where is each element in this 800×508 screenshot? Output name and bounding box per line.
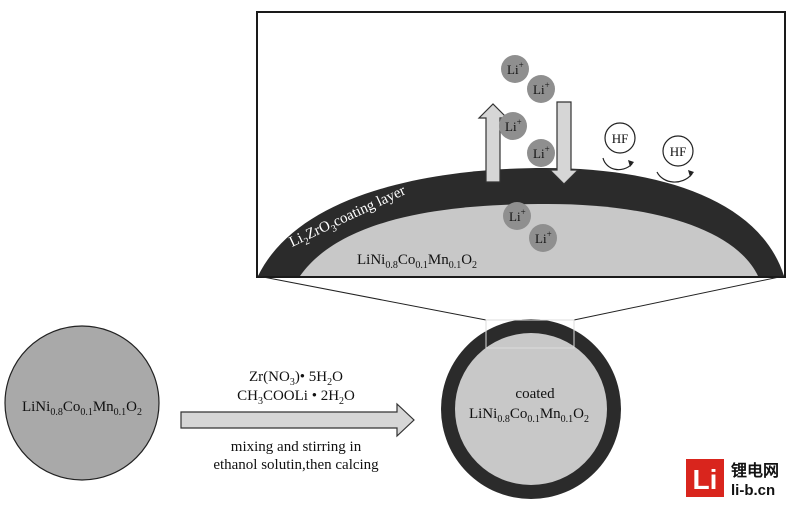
reagent-sub: 3 [258, 396, 263, 407]
reagent-part: CH [237, 388, 258, 404]
core-label-sub: 0.1 [80, 407, 93, 418]
site-url: li-b.cn [731, 482, 775, 499]
hf-deflect-arrow-icon [602, 157, 633, 171]
coated-particle-core [455, 333, 607, 485]
core-label-sub: 0.8 [50, 407, 63, 418]
core-label-part: O [126, 399, 137, 415]
core-label-sub: 0.1 [114, 407, 127, 418]
svg-text:Li+: Li+ [505, 117, 522, 134]
li-ion: Li+ [499, 112, 527, 140]
arrowhead-icon [628, 160, 634, 167]
ion-charge: + [517, 117, 522, 127]
core-label-sub: 2 [472, 260, 477, 271]
hf-molecule: HF [604, 122, 636, 154]
svg-text:Li+: Li+ [535, 229, 552, 246]
reagent-part: COOLi • 2H [263, 388, 339, 404]
core-material-arc [300, 204, 758, 276]
zoom-line-left [257, 275, 487, 321]
reagent-sub: 2 [339, 396, 344, 407]
coating-label-sub: 3 [330, 223, 339, 235]
reagent-part: )• 5H [295, 369, 327, 385]
process-line-2: ethanol solutin,then calcing [213, 457, 379, 473]
core-label-part: Co [63, 399, 81, 415]
core-label-part: LiNi [357, 252, 385, 268]
arrowhead-icon [688, 170, 694, 177]
li-ion: Li+ [527, 139, 555, 167]
process-line-1: mixing and stirring in [231, 439, 362, 455]
logo-mark-text: Li [693, 464, 718, 495]
svg-text:Li+: Li+ [509, 207, 526, 224]
zoom-region-box [485, 319, 575, 349]
reagent-sub: 3 [290, 377, 295, 388]
li-ion: Li+ [527, 75, 555, 103]
svg-text:Li+: Li+ [507, 60, 524, 77]
ion-symbol: Li [535, 231, 547, 246]
uncoated-particle-label: LiNi0.8Co0.1Mn0.1O2 [22, 399, 142, 418]
core-label-sub: 2 [137, 407, 142, 418]
ion-charge: + [519, 60, 524, 70]
li-ion-group: Li+ Li+ Li+ Li+ Li+ Li+ [499, 55, 557, 252]
ion-symbol: Li [505, 119, 517, 134]
reaction-arrow-icon [180, 402, 415, 438]
core-label-sub: 2 [584, 414, 589, 425]
core-label-part: LiNi [22, 399, 50, 415]
coated-label: coated [515, 386, 555, 402]
site-logo: Li 锂电网 li-b.cn [686, 459, 779, 499]
core-label-part: Mn [428, 252, 449, 268]
uncoated-particle [4, 325, 160, 481]
ion-symbol: Li [507, 62, 519, 77]
core-label-sub: 0.1 [449, 260, 462, 271]
reagent-sub: 2 [327, 377, 332, 388]
inset-core-label: LiNi0.8Co0.1Mn0.1O2 [357, 252, 477, 271]
hf-label: HF [670, 144, 687, 159]
svg-text:Li+: Li+ [533, 80, 550, 97]
core-label-sub: 0.1 [415, 260, 428, 271]
li-ion: Li+ [529, 224, 557, 252]
reagent-part: Zr(NO [249, 369, 290, 385]
reagent-line-2: CH3COOLi • 2H2O [237, 388, 355, 407]
coated-particle-label: LiNi0.8Co0.1Mn0.1O2 [469, 406, 589, 425]
site-name-cn: 锂电网 [731, 461, 779, 480]
core-label-part: O [461, 252, 472, 268]
li-ion: Li+ [501, 55, 529, 83]
core-label-sub: 0.8 [497, 414, 510, 425]
hf-molecule: HF [662, 135, 694, 167]
reagent-part: O [332, 369, 343, 385]
core-label-sub: 0.8 [385, 260, 398, 271]
coating-label-part: Li [287, 230, 306, 250]
core-label-part: LiNi [469, 406, 497, 422]
hf-label: HF [612, 131, 629, 146]
ion-symbol: Li [533, 146, 545, 161]
li-insertion-arrow-icon [548, 101, 580, 185]
core-label-part: Co [510, 406, 528, 422]
zoom-line-right [573, 275, 785, 321]
svg-text:Li+: Li+ [533, 144, 550, 161]
hf-deflect-arrow-icon [656, 171, 693, 183]
core-label-sub: 0.1 [561, 414, 574, 425]
coating-label-sub: 2 [302, 236, 311, 248]
core-label-part: O [573, 406, 584, 422]
ion-symbol: Li [533, 82, 545, 97]
core-label-part: Co [398, 252, 416, 268]
reagent-line-1: Zr(NO3)• 5H2O [249, 369, 343, 388]
core-label-sub: 0.1 [527, 414, 540, 425]
core-label-part: Mn [540, 406, 561, 422]
ion-symbol: Li [509, 209, 521, 224]
logo-badge [686, 459, 724, 497]
ion-charge: + [547, 229, 552, 239]
ion-charge: + [545, 80, 550, 90]
ion-charge: + [521, 207, 526, 217]
reagent-part: O [344, 388, 355, 404]
core-label-part: Mn [93, 399, 114, 415]
ion-charge: + [545, 144, 550, 154]
li-ion: Li+ [503, 202, 531, 230]
